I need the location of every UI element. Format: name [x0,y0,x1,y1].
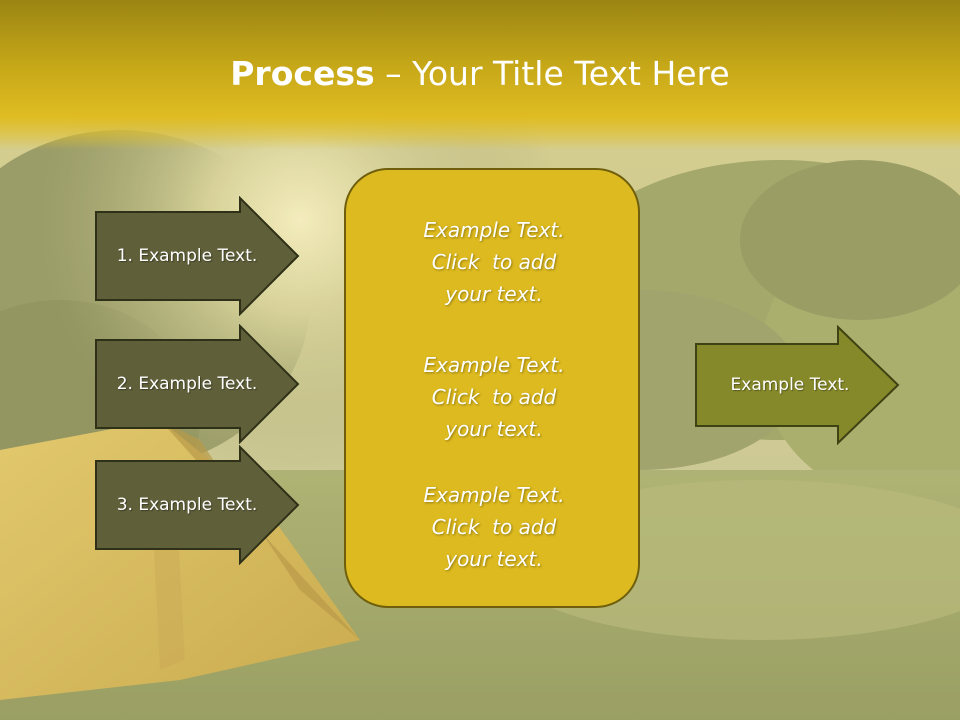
paragraph-line: Example Text. [423,218,565,242]
paragraph-line: your text. [445,417,543,441]
paragraph-line: Example Text. [423,353,565,377]
arrow-shape-icon [95,445,300,565]
left-arrow-label: 2. Example Text. [116,374,258,394]
right-arrow-label: Example Text. [730,375,850,395]
left-arrow-label: 1. Example Text. [116,246,258,266]
left-arrow-label: 3. Example Text. [116,495,258,515]
page-title[interactable]: Process – Your Title Text Here [0,52,960,96]
left-arrow-2[interactable]: 2. Example Text. [94,324,300,444]
center-paragraph-3: Example Text. Click to add your text. [346,479,642,575]
arrow-shape-icon [95,196,300,316]
left-arrow-1[interactable]: 1. Example Text. [94,196,300,316]
arrow-shape-icon [95,324,300,444]
paragraph-line: Click to add [431,515,557,539]
arrow-shape-icon [695,325,900,445]
paragraph-line: Click to add [431,385,557,409]
center-paragraph-2: Example Text. Click to add your text. [346,349,642,445]
paragraph-line: Click to add [431,250,557,274]
paragraph-line: your text. [445,282,543,306]
title-bold: Process [230,54,375,93]
paragraph-line: Example Text. [423,483,565,507]
center-text-box[interactable]: Example Text. Click to add your text. Ex… [344,168,640,608]
paragraph-line: your text. [445,547,543,571]
right-arrow[interactable]: Example Text. [694,325,900,445]
left-arrow-3[interactable]: 3. Example Text. [94,445,300,565]
center-paragraph-1: Example Text. Click to add your text. [346,214,642,310]
title-rest: – Your Title Text Here [374,54,730,93]
title-bar [0,0,960,150]
